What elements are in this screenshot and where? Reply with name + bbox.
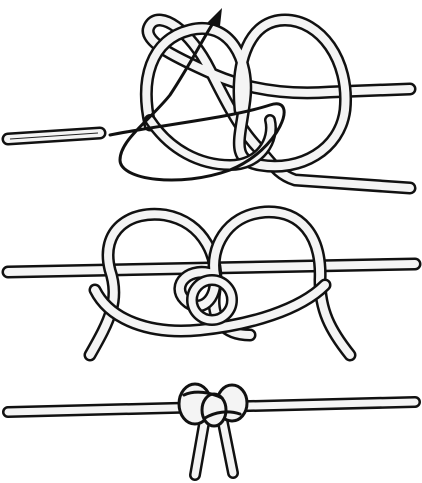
stage-1-threading [8, 8, 410, 188]
stage-3-tightened-knot [8, 384, 415, 475]
left-rope-end [8, 133, 100, 139]
stage-2-loosely-formed-knot [8, 212, 415, 355]
stage-3-knot-body [179, 384, 247, 426]
